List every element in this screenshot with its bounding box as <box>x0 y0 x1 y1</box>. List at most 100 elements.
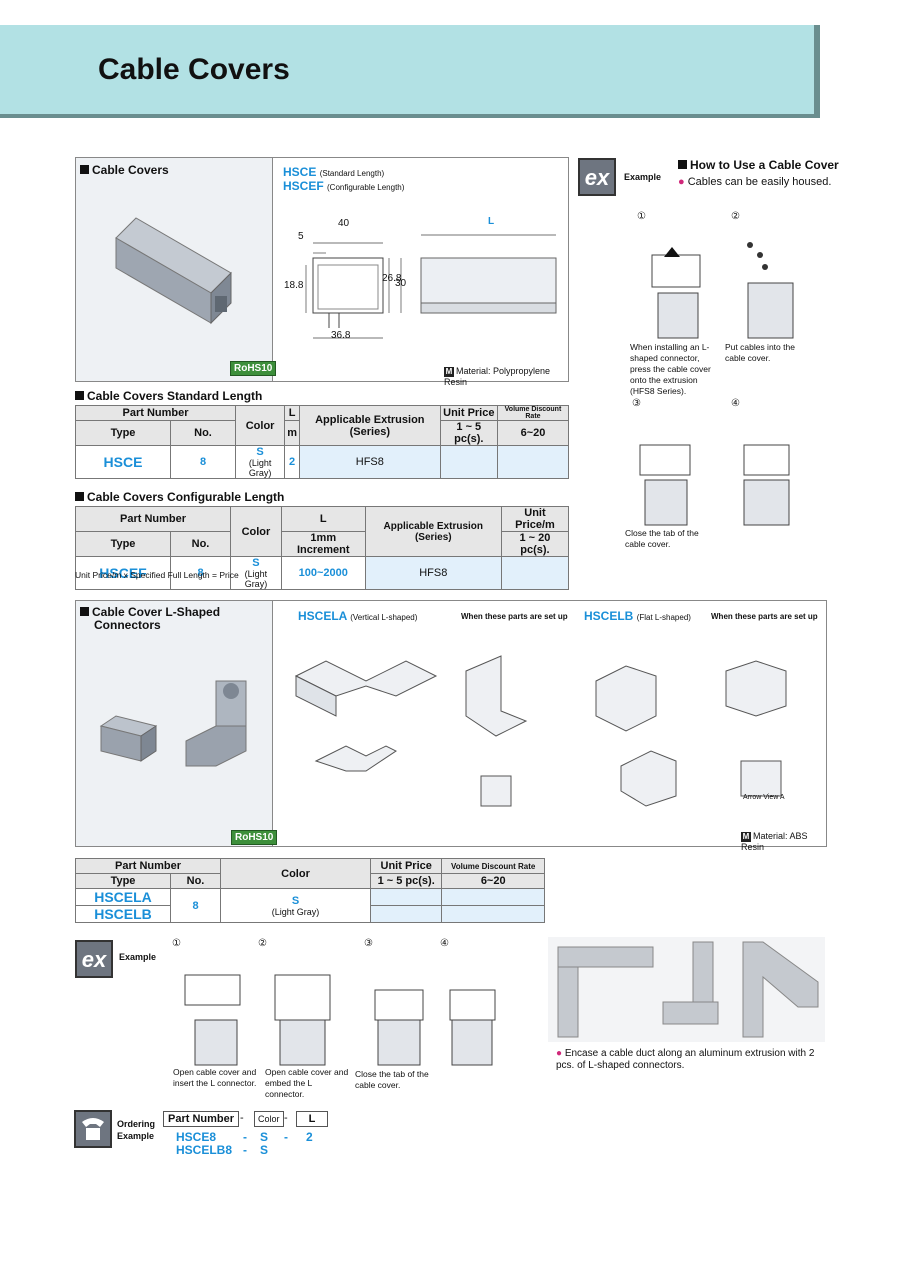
conn-row-color: S <box>291 894 300 907</box>
type-hscelb-note: (Flat L-shaped) <box>636 613 691 622</box>
cfg-row-no: 8 <box>170 556 231 590</box>
ordering-row2-part: HSCELB8 <box>176 1143 233 1157</box>
example-title: How to Use a Cable Cover <box>690 158 839 172</box>
conn-row-type-b: HSCELB <box>75 905 171 923</box>
std-length-table: Part Number Color L Applicable Extrusion… <box>75 405 570 479</box>
example-icon: ex <box>578 158 616 196</box>
conn-a-vol <box>441 888 545 906</box>
cfg-row-type: HSCEF <box>75 556 171 590</box>
ordering-row1-part: HSCE8 <box>176 1130 217 1144</box>
cable-cover-illustration <box>115 217 232 325</box>
std-h-color: Color <box>234 405 286 446</box>
connectors-dimension-drawings <box>294 655 787 807</box>
ordering-row2-dash1: - <box>243 1143 247 1157</box>
conn-b-vol <box>441 905 545 923</box>
type-hsce-note: (Standard Length) <box>319 169 385 178</box>
ex2-step-3-caption: Close the tab of the cable cover. <box>355 1069 429 1090</box>
std-h-type: Type <box>75 420 171 446</box>
std-h-vol-range: 6~20 <box>496 420 570 446</box>
std-h-part: Part Number <box>75 405 236 421</box>
type-hscelb: HSCELB <box>584 609 634 623</box>
step-3-num: ③ <box>632 398 641 409</box>
ordering-label-1: Ordering <box>117 1119 156 1129</box>
product-section-title: Cable Covers <box>92 163 169 177</box>
connectors-title-1: Cable Cover L-Shaped <box>92 605 221 619</box>
conn-h-vol: Volume Discount Rate <box>441 858 545 874</box>
dimension-drawing <box>305 234 557 339</box>
example2-label: Example <box>119 952 157 962</box>
std-h-price-range: 1 ~ 5 pc(s). <box>439 420 498 446</box>
std-row-l: 2 <box>284 445 300 479</box>
material-text: Material: Polypropylene Resin <box>444 366 551 387</box>
cfg-h-price: Unit Price/m <box>500 506 570 532</box>
cfg-h-l-unit: 1mm Increment <box>280 531 366 557</box>
conn-row-color-note: (Light Gray) <box>271 906 320 917</box>
ordering-h-part: Part Number <box>163 1111 240 1127</box>
step-2-caption: Put cables into the cable cover. <box>725 342 795 363</box>
cfg-h-price-range: 1 ~ 20 pc(s). <box>500 531 570 557</box>
conn-h-type: Type <box>75 873 171 889</box>
std-row-price <box>439 445 498 479</box>
example2-steps-illustration <box>184 974 496 1066</box>
setup-label-b: When these parts are set up <box>711 612 818 621</box>
conn-h-price: Unit Price <box>369 858 443 874</box>
rohs-badge-2: RoHS10 <box>231 830 278 845</box>
type-hsce: HSCE <box>283 165 317 179</box>
connectors-table: Part Number Color Unit Price Volume Disc… <box>75 858 545 923</box>
std-row-ext: HFS8 <box>298 445 441 479</box>
product-photo-illustration <box>557 941 819 1038</box>
std-h-no: No. <box>170 420 236 446</box>
ex2-step-1-caption: Open cable cover and insert the L connec… <box>173 1067 257 1088</box>
ordering-row1-color: S <box>260 1130 269 1144</box>
conn-h-vol-range: 6~20 <box>441 873 545 889</box>
square-bullet-icon <box>80 165 89 174</box>
phone-icon-glyph <box>82 1118 104 1140</box>
cfg-row-l: 100~2000 <box>280 556 366 590</box>
page-title: Cable Covers <box>98 53 290 86</box>
material-icon: M <box>444 367 454 377</box>
ordering-h-l: L <box>296 1111 328 1127</box>
photo-caption: Encase a cable duct along an aluminum ex… <box>556 1048 815 1071</box>
square-bullet-icon <box>678 160 687 169</box>
setup-label-a: When these parts are set up <box>461 612 568 621</box>
connectors-illustration <box>99 680 247 767</box>
material-icon-2: M <box>741 832 751 842</box>
ex2-step-4-num: ④ <box>440 938 449 949</box>
dim-26-8: 26.8 <box>382 273 402 284</box>
conn-h-part: Part Number <box>75 858 221 874</box>
dim-18-8: 18.8 <box>284 280 304 291</box>
dim-5: 5 <box>298 231 304 242</box>
ex2-step-3-num: ③ <box>364 938 373 949</box>
ex2-step-1-num: ① <box>172 938 181 949</box>
cfg-price-note: Unit Price/m x Specified Full Length = P… <box>75 570 239 580</box>
ordering-row1-l: 2 <box>306 1130 313 1144</box>
conn-h-price-range: 1 ~ 5 pc(s). <box>369 873 443 889</box>
cfg-h-no: No. <box>170 531 231 557</box>
tip-icon-2: ● <box>556 1048 563 1059</box>
type-hscela: HSCELA <box>298 609 347 623</box>
cfg-row-color-note: (Light Gray) <box>244 569 268 589</box>
step-1-num: ① <box>637 211 646 222</box>
ordering-dash-2: - <box>284 1112 288 1124</box>
conn-row-type-a: HSCELA <box>75 888 171 906</box>
std-row-no: 8 <box>170 445 236 479</box>
ex2-step-2-caption: Open cable cover and embed the L connect… <box>265 1067 349 1099</box>
cfg-row-ext: HFS8 <box>364 556 502 590</box>
ordering-label-2: Example <box>117 1131 155 1141</box>
connectors-title-2: Connectors <box>94 618 161 632</box>
square-bullet-icon <box>80 607 89 616</box>
ordering-row2-color: S <box>260 1143 269 1157</box>
std-h-price: Unit Price <box>439 405 498 421</box>
ordering-dash-1: - <box>240 1112 244 1124</box>
cfg-h-l: L <box>280 506 366 532</box>
square-bullet-icon <box>75 492 84 501</box>
std-h-vol: Volume Discount Rate <box>496 405 570 421</box>
ordering-row1-dash1: - <box>243 1130 247 1144</box>
example-label: Example <box>624 172 662 182</box>
example-steps-illustration <box>639 242 794 526</box>
step-2-num: ② <box>731 211 740 222</box>
ordering-h-color: Color <box>254 1111 284 1127</box>
std-row-vol <box>496 445 570 479</box>
cfg-h-ext: Applicable Extrusion (Series) <box>364 506 502 557</box>
ex2-step-2-num: ② <box>258 938 267 949</box>
